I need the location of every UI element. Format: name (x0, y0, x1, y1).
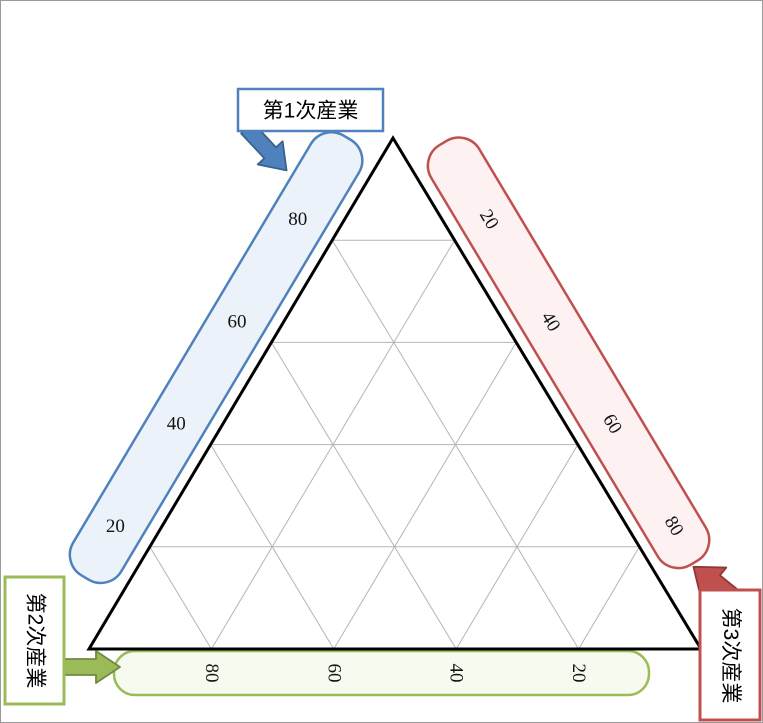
primary-label-arrow-icon (240, 121, 288, 172)
tick-label-left-20: 20 (106, 516, 125, 537)
tick-label-bottom-40: 40 (446, 664, 467, 683)
tick-label-bottom-80: 80 (201, 664, 222, 683)
tick-label-left-60: 60 (228, 311, 247, 332)
grid-line (455, 444, 579, 650)
tertiary-axis-label: 第3次産業 (719, 608, 742, 704)
secondary-label-arrow-icon (62, 650, 121, 684)
primary-axis-band (68, 131, 364, 585)
grid-line (270, 342, 457, 650)
secondary-axis-label: 第2次産業 (24, 593, 47, 689)
grid-line (333, 342, 517, 650)
tick-label-bottom-60: 60 (323, 664, 344, 683)
tick-label-left-80: 80 (288, 209, 307, 230)
grid-line (578, 546, 640, 650)
secondary-axis-band (112, 649, 651, 697)
tick-label-bottom-20: 20 (568, 664, 589, 683)
primary-axis-label-box: 第1次産業 (236, 87, 385, 133)
tertiary-axis-label-box: 第3次産業 (698, 588, 762, 722)
tertiary-axis-band (426, 136, 711, 570)
secondary-axis-label-box: 第2次産業 (3, 575, 66, 706)
tick-label-left-40: 40 (167, 414, 186, 435)
grid-lines (149, 239, 640, 650)
grid-line (149, 546, 212, 650)
triangle-outline (86, 135, 704, 651)
primary-axis-label: 第1次産業 (263, 100, 359, 123)
grid-line (210, 444, 335, 650)
